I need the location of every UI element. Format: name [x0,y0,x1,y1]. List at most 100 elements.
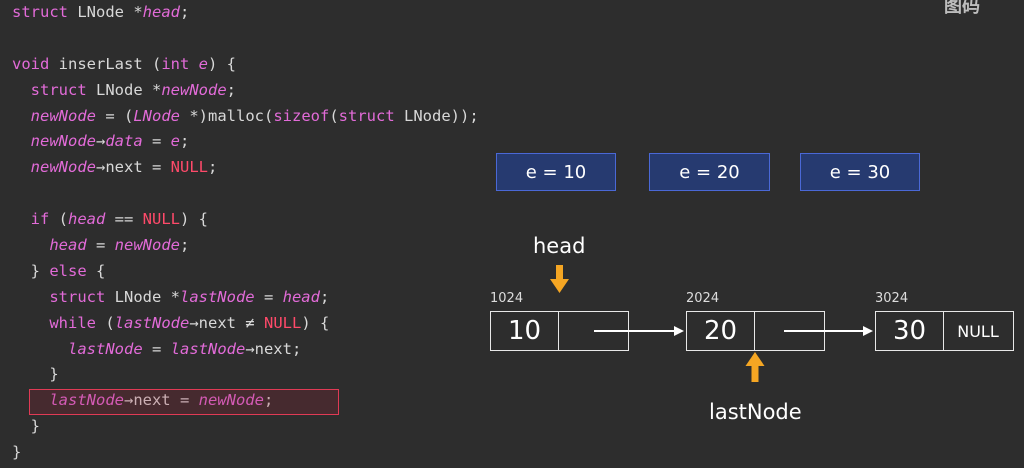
code-line: struct LNode *newNode; [12,78,479,104]
code-token: *)malloc( [180,106,274,125]
code-token: } [12,443,22,462]
code-token: ) { [208,54,236,73]
code-token: ; [319,287,330,306]
code-token: →next ≠ [189,313,264,332]
code-line: struct LNode *lastNode = head; [12,285,479,311]
code-token: ; [180,132,190,151]
code-token: LNode * [68,3,143,21]
code-line: newNode→data = e; [12,129,479,155]
code-token: →next = [123,391,199,410]
e-value-box-2: e = 20 [649,153,770,191]
code-token: == [105,210,143,229]
code-token: ; [179,236,190,255]
code-token: struct [12,3,68,21]
e-value-box-3: e = 30 [800,153,920,191]
code-token: data [105,132,143,151]
code-line: head = newNode; [12,233,479,259]
code-token: ) { [180,210,208,229]
code-token: else [49,261,87,280]
list-node-1: 10 [490,311,629,351]
code-token: struct [49,287,106,306]
code-token: ) { [301,313,330,332]
code-token: void [12,54,50,73]
code-line: newNode = (LNode *)malloc(sizeof(struct … [12,104,479,130]
code-token: ; [207,158,218,177]
node-2-data: 20 [687,312,755,350]
code-token: ( [49,210,69,229]
code-token: head [49,236,87,255]
code-token: = ( [96,106,134,125]
code-token: ( [96,313,115,332]
code-token: newNode [198,391,264,410]
node-3-next: NULL [957,321,999,341]
node-2-address: 2024 [686,291,720,306]
code-token: LNode * [105,287,180,306]
watermark-logo: 图码 [944,0,980,17]
code-token: NULL [142,210,180,229]
list-node-3: 30 NULL [875,311,1014,351]
code-token: lastNode [170,339,246,358]
code-token: sizeof [273,106,330,125]
code-line: } [12,414,479,440]
code-token: e [198,54,208,73]
code-line: while (lastNode→next ≠ NULL) { [12,311,479,337]
code-token: struct [30,80,87,99]
node-3-data: 30 [876,312,944,350]
code-token: int [161,54,190,73]
code-token: newNode [30,106,96,125]
code-token: = [254,287,283,306]
code-token: = [86,236,115,255]
code-token: head [282,287,320,306]
list-node-2: 20 [686,311,825,351]
e-value-box-1: e = 10 [496,153,616,191]
last-node-pointer-arrow [745,352,765,382]
last-node-label: lastNode [709,400,802,424]
code-line: newNode→next = NULL; [12,155,479,181]
code-token: NULL [263,313,302,332]
code-token: inserLast ( [49,54,162,73]
code-line: void inserLast (int e) { [12,52,479,78]
node-1-data: 10 [491,312,559,350]
code-line: lastNode→next = newNode; [12,388,479,414]
code-line: } [12,362,479,388]
code-token: newNode [161,80,227,99]
code-editor: struct LNode *head; void inserLast (int … [12,0,479,466]
code-token: } [12,261,50,280]
node-3-address: 3024 [875,291,909,306]
code-token: if [30,210,50,229]
code-token: LNode [133,106,180,125]
code-token: newNode [30,158,96,177]
code-token: while [49,313,96,332]
code-token: e [170,132,181,151]
code-token: = [142,132,171,151]
code-token: LNode * [86,80,162,99]
code-token: } [12,417,40,436]
code-token: lastNode [68,339,143,358]
code-line: struct LNode *head; [12,0,479,26]
code-token: ; [226,80,236,99]
code-token: head [142,3,180,21]
code-token: newNode [30,132,96,151]
code-token: →next; [245,339,302,358]
code-token: = [142,339,171,358]
code-line: } [12,440,479,466]
node-1-address: 1024 [490,291,524,306]
code-token: ; [179,3,190,21]
code-line: lastNode = lastNode→next; [12,337,479,363]
code-token: lastNode [49,391,124,410]
code-token: } [12,365,59,384]
code-line: if (head == NULL) { [12,207,479,233]
code-token: head [68,210,106,229]
code-token: ; [263,391,274,410]
code-line: } else { [12,259,479,285]
code-token: LNode)); [394,106,479,125]
code-token: lastNode [179,287,255,306]
highlighted-code-line [29,389,339,415]
code-token: ( [329,106,339,125]
head-label: head [533,234,586,258]
code-token: { [86,261,106,280]
code-token: → [96,132,106,151]
head-pointer-arrow [550,265,569,293]
code-token: →next = [96,158,171,177]
